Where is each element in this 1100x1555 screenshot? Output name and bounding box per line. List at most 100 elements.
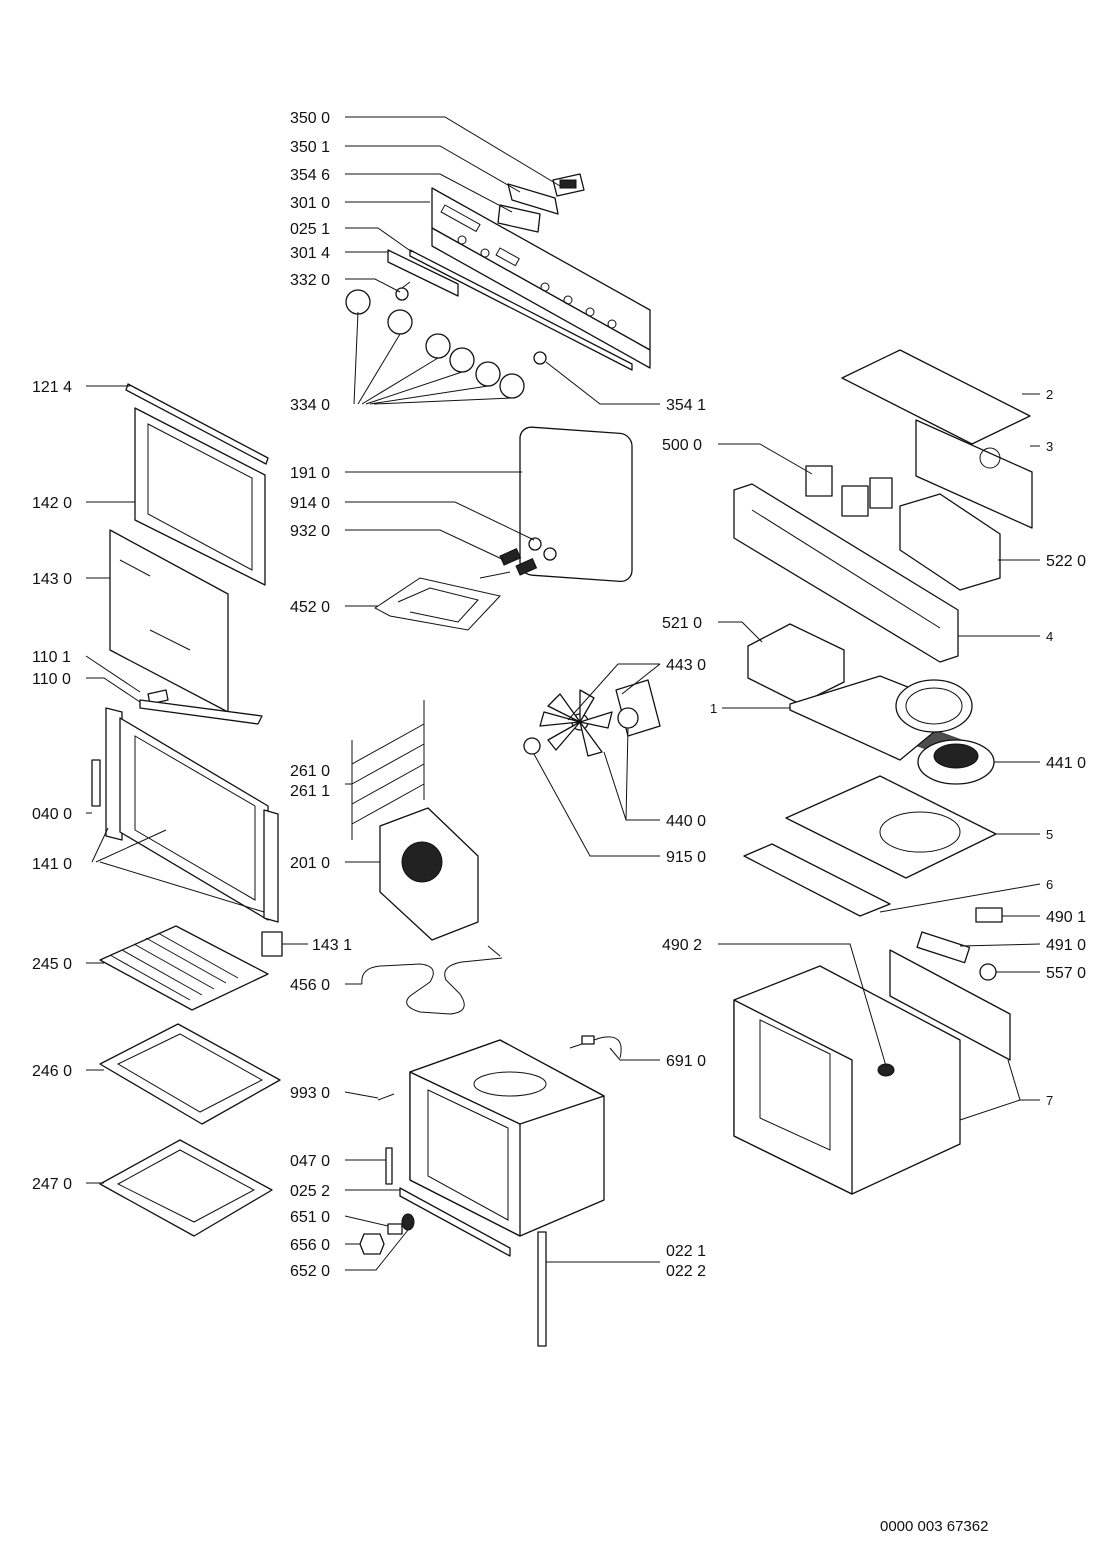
label-9150: 915 0	[666, 849, 706, 866]
label-2611: 261 1	[290, 783, 330, 800]
part-1410-door-frame	[105, 707, 279, 923]
label-3014: 301 4	[290, 245, 330, 262]
label-1910: 191 0	[290, 465, 330, 482]
label-2460: 246 0	[32, 1063, 72, 1080]
part-9150-nut	[523, 737, 541, 755]
fan-motor-parts	[523, 679, 661, 757]
label-1430: 143 0	[32, 571, 72, 588]
part-6560-bulb	[359, 1233, 385, 1255]
label-5220: 522 0	[1046, 553, 1086, 570]
part-6-plate	[743, 843, 891, 917]
part-4430-motor	[615, 679, 661, 737]
label-3546: 354 6	[290, 167, 330, 184]
part-3546-window	[497, 204, 541, 233]
label-9320: 932 0	[290, 523, 330, 540]
part-1431-latch	[261, 931, 283, 957]
part-4520-grill-element	[374, 571, 511, 631]
part-7-housing	[733, 949, 1011, 1195]
label-4901: 490 1	[1046, 909, 1086, 926]
part-6910-sensor	[569, 1035, 622, 1059]
part-9140-cap	[528, 537, 542, 551]
label-3010: 301 0	[290, 195, 330, 212]
label-9140: 914 0	[290, 495, 330, 512]
part-2610-shelf-guide	[351, 700, 425, 840]
part-6510-lamp	[387, 1213, 415, 1235]
part-3501-bracket	[507, 183, 559, 215]
label-5570: 557 0	[1046, 965, 1086, 982]
label-6910: 691 0	[666, 1053, 706, 1070]
door-parts	[91, 383, 283, 1237]
part-1910-seal	[519, 426, 633, 583]
part-5220-board	[899, 493, 1001, 591]
part-4410-fan-wheel	[917, 739, 995, 785]
part-2460-tray	[99, 1023, 281, 1125]
label-6520: 652 0	[290, 1263, 330, 1280]
label-4: 4	[1046, 629, 1053, 644]
part-9930-screw	[377, 1093, 395, 1101]
label-0222: 022 2	[666, 1263, 706, 1280]
label-2010: 201 0	[290, 855, 330, 872]
label-1431: 143 1	[312, 937, 352, 954]
label-3500: 350 0	[290, 110, 330, 127]
label-3: 3	[1046, 439, 1053, 454]
label-1410: 141 0	[32, 856, 72, 873]
middle-parts	[351, 426, 633, 1347]
part-3010-front-panel	[431, 187, 651, 369]
label-6: 6	[1046, 877, 1053, 892]
label-3541: 354 1	[666, 397, 706, 414]
label-1214: 121 4	[32, 379, 72, 396]
part-labels: 350 0 350 1 354 6 301 0 025 1 301 4 332 …	[32, 110, 1086, 1280]
part-0400-hinge	[91, 759, 101, 807]
label-0252: 025 2	[290, 1183, 330, 1200]
part-0252-bottom-rail	[399, 1187, 511, 1257]
label-3340: 334 0	[290, 397, 330, 414]
label-0400: 040 0	[32, 806, 72, 823]
label-0221: 022 1	[666, 1243, 706, 1260]
part-2010-fan-cover	[379, 807, 479, 941]
part-3014-strip	[387, 249, 459, 297]
label-4410: 441 0	[1046, 755, 1086, 772]
label-3501: 350 1	[290, 139, 330, 156]
label-4560: 456 0	[290, 977, 330, 994]
part-5-base-plate	[785, 775, 997, 879]
label-1420: 142 0	[32, 495, 72, 512]
label-1: 1	[710, 701, 717, 716]
part-3-rear-panel	[915, 419, 1033, 529]
part-2470-pan	[99, 1139, 273, 1237]
label-0251: 025 1	[290, 221, 330, 238]
part-1420-inner-glass	[134, 407, 266, 586]
label-1100: 110 0	[32, 671, 71, 688]
label-4400: 440 0	[666, 813, 706, 830]
part-9320-spring	[499, 548, 538, 576]
part-1-fan-housing	[789, 675, 973, 761]
right-parts	[733, 349, 1033, 1195]
label-4902: 490 2	[662, 937, 702, 954]
part-0251-rail	[409, 249, 633, 371]
part-3500-module	[552, 173, 585, 197]
oven-cavity	[409, 1039, 605, 1237]
part-4400-fan-blade	[539, 689, 613, 757]
part-3340-knobs	[345, 289, 525, 399]
part-9140-cap-b	[543, 547, 557, 561]
part-2450-rack	[99, 925, 269, 1011]
part-4560-heating-element	[361, 945, 503, 1015]
part-0221-side-rail	[537, 1231, 547, 1347]
label-3320: 332 0	[290, 272, 330, 289]
label-5000: 500 0	[662, 437, 702, 454]
label-9930: 993 0	[290, 1085, 330, 1102]
label-6510: 651 0	[290, 1209, 330, 1226]
part-5210-board	[747, 623, 845, 705]
part-1100-handle	[139, 699, 263, 725]
label-0470: 047 0	[290, 1153, 330, 1170]
leader-lines	[85, 116, 1041, 1271]
label-2450: 245 0	[32, 956, 72, 973]
part-1214-top-profile	[125, 383, 269, 465]
part-4901-clip	[975, 907, 1003, 923]
label-1101: 110 1	[32, 649, 71, 666]
part-3541-cap	[533, 351, 547, 365]
label-2: 2	[1046, 387, 1053, 402]
part-5570-thermostat	[979, 963, 997, 981]
part-0470-clip	[385, 1147, 393, 1185]
label-4430: 443 0	[666, 657, 706, 674]
